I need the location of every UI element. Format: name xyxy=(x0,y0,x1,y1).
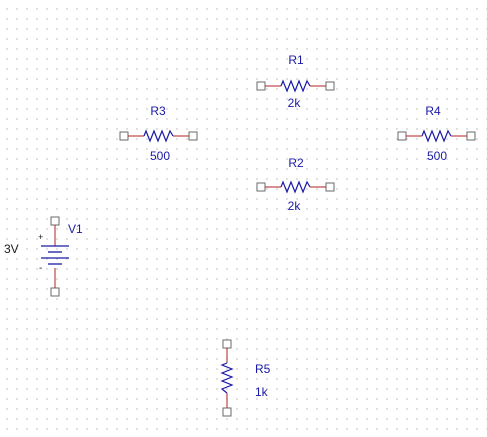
resistor-r2[interactable] xyxy=(256,180,335,194)
r5-zigzag xyxy=(220,362,234,394)
r3-pin-left[interactable] xyxy=(119,131,129,141)
voltage-source-v1[interactable] xyxy=(41,216,69,297)
r3-name-label: R3 xyxy=(150,104,166,118)
r1-value-label: 2k xyxy=(287,96,301,110)
r4-zigzag xyxy=(421,129,452,143)
r2-name-label: R2 xyxy=(288,156,304,170)
r3-value-label: 500 xyxy=(149,149,171,163)
v1-pin-bottom[interactable] xyxy=(50,287,60,297)
r5-name-label: R5 xyxy=(255,362,271,376)
r3-zigzag xyxy=(143,129,174,143)
v1-minus-sign: - xyxy=(39,263,43,274)
r2-pin-right[interactable] xyxy=(325,182,335,192)
r1-pin-left[interactable] xyxy=(256,81,266,91)
resistor-r4[interactable] xyxy=(397,129,476,143)
r2-value-label: 2k xyxy=(287,199,301,213)
v1-name-label: V1 xyxy=(68,222,83,236)
v1-value-label: 3V xyxy=(4,242,19,256)
r4-pin-right[interactable] xyxy=(466,131,476,141)
r5-pin-bottom[interactable] xyxy=(222,407,232,417)
resistor-r5[interactable] xyxy=(220,339,234,417)
r1-name-label: R1 xyxy=(288,53,304,67)
v1-plus-sign: + xyxy=(38,232,44,242)
r1-pin-right[interactable] xyxy=(325,81,335,91)
r4-pin-left[interactable] xyxy=(397,131,407,141)
resistor-r3[interactable] xyxy=(119,129,198,143)
r5-value-label: 1k xyxy=(255,385,268,399)
r5-pin-top[interactable] xyxy=(222,339,232,349)
r2-pin-left[interactable] xyxy=(256,182,266,192)
r3-pin-right[interactable] xyxy=(188,131,198,141)
r1-zigzag xyxy=(280,79,311,93)
r4-value-label: 500 xyxy=(426,149,448,163)
v1-pin-top[interactable] xyxy=(50,216,60,226)
r4-name-label: R4 xyxy=(425,104,441,118)
resistor-r1[interactable] xyxy=(256,79,335,93)
r2-zigzag xyxy=(280,180,311,194)
